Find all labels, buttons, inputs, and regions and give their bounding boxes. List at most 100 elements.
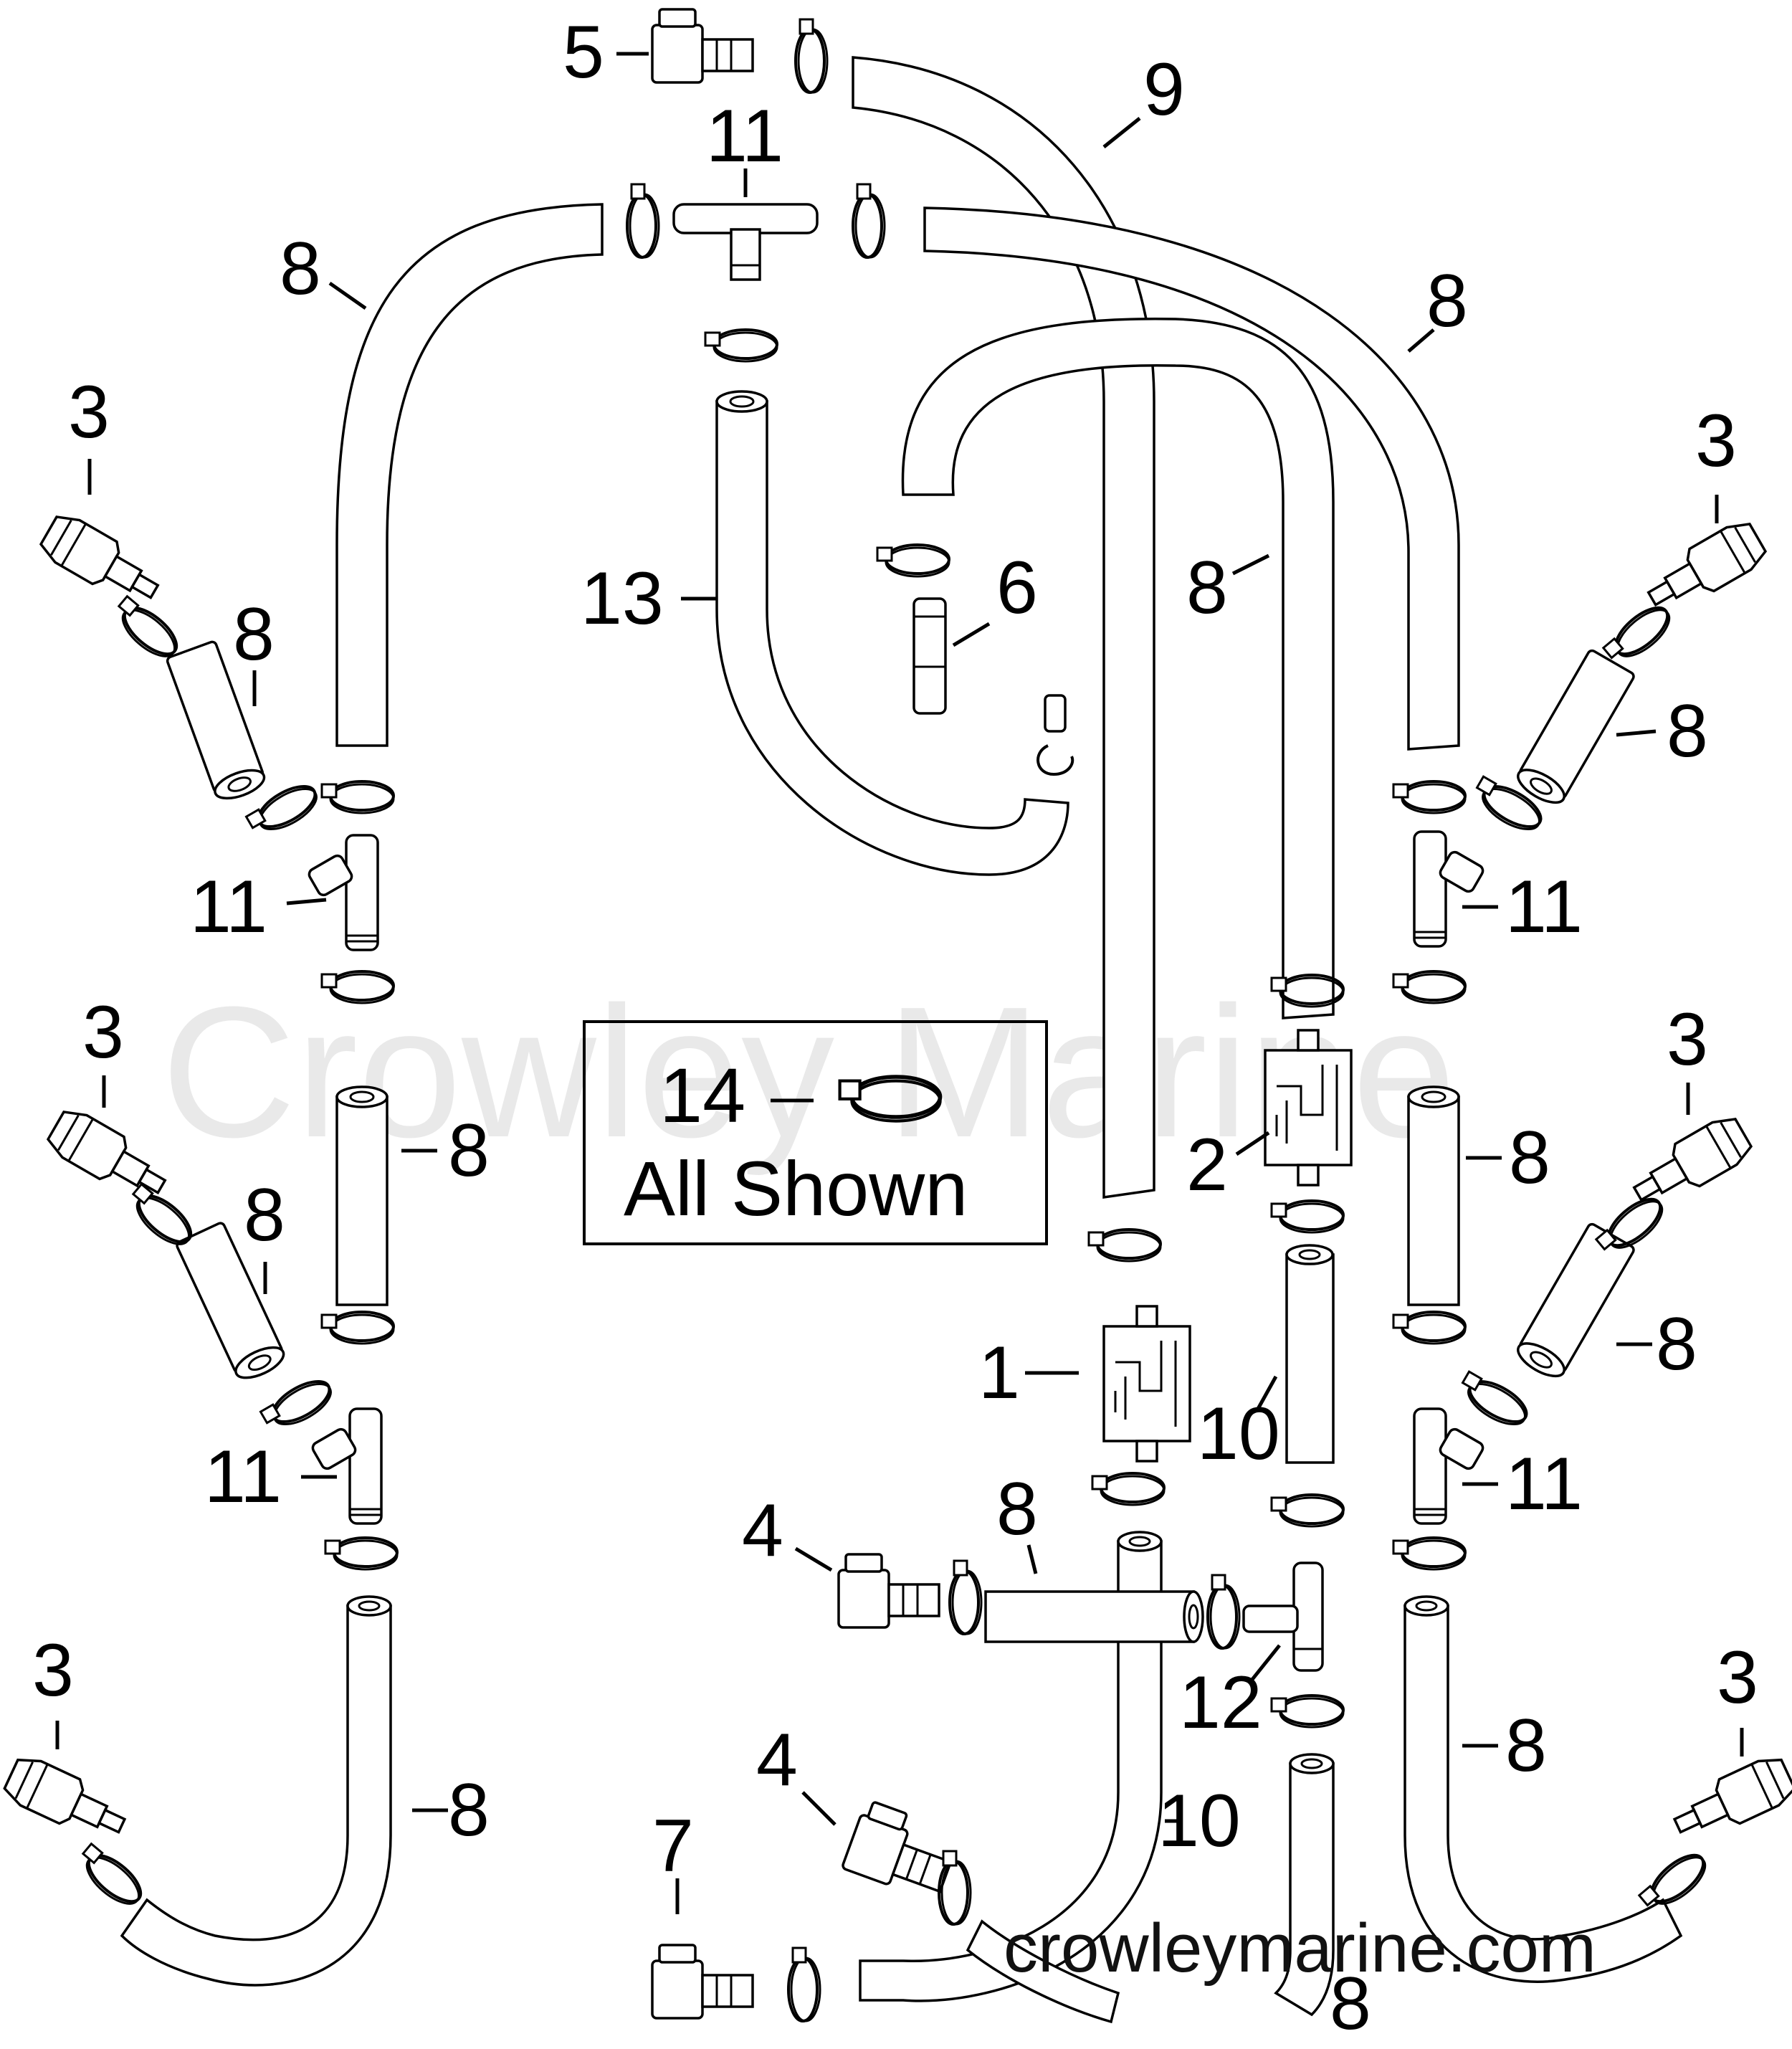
clamp <box>948 1559 983 1635</box>
hose-right-long <box>1407 1095 1460 1306</box>
callout-10-upper: 10 <box>1197 1392 1280 1475</box>
clamp <box>121 1180 200 1254</box>
hose-top-left <box>335 203 604 747</box>
callout-11-left-2: 11 <box>204 1435 282 1518</box>
clamp <box>876 543 950 578</box>
fitting-3-lower-right <box>1666 1751 1792 1850</box>
website-watermark: crowleymarine.com <box>1004 1910 1596 1987</box>
fitting-3-lower-left <box>0 1751 133 1850</box>
clamp <box>320 780 395 814</box>
callout-8-right-short-2: 8 <box>1656 1303 1697 1386</box>
hose-lower-center-right <box>1274 1762 1335 2017</box>
callout-10-lower: 10 <box>1158 1779 1241 1863</box>
elbow-fitting-5 <box>651 8 754 84</box>
elbow-fitting-4-upper <box>837 1553 940 1629</box>
callout-8-left-short-2: 8 <box>244 1174 285 1257</box>
legend-label: All Shown <box>624 1145 968 1232</box>
callout-9: 9 <box>1143 48 1185 131</box>
tee-fitting-left-1 <box>305 834 379 951</box>
callout-13: 13 <box>581 557 664 640</box>
clamp <box>626 183 660 259</box>
callout-8-right-short-1: 8 <box>1667 690 1708 773</box>
hose-mid-inner <box>901 317 1335 1019</box>
clamp <box>1270 1694 1345 1729</box>
hose-left-long <box>335 1095 389 1306</box>
fitting-3-upper-left <box>35 508 168 614</box>
callout-11-right-1: 11 <box>1505 865 1583 949</box>
callout-3-upper-right: 3 <box>1695 399 1737 482</box>
callout-4-upper: 4 <box>742 1489 783 1572</box>
callout-2: 2 <box>1186 1123 1228 1207</box>
hose-9 <box>852 56 1155 1199</box>
callout-3-mid-left: 3 <box>82 991 124 1074</box>
hose-center-tall <box>859 1540 1163 2002</box>
callout-8-top-right: 8 <box>1426 260 1468 343</box>
callout-12: 12 <box>1179 1661 1262 1744</box>
callout-8-bottom-center: 8 <box>1330 1962 1371 2045</box>
elbow-fitting-7 <box>651 1944 754 2020</box>
clamp <box>704 328 778 363</box>
callout-8-bottom-right: 8 <box>1505 1704 1547 1787</box>
clamp <box>1206 1574 1241 1650</box>
hose-10-upper <box>1285 1253 1335 1464</box>
clamp <box>1270 1199 1345 1234</box>
fuel-filter-1 <box>1102 1305 1191 1463</box>
clamp <box>1392 1536 1467 1571</box>
hose-bottom-right <box>1403 1605 1683 1983</box>
callout-3-upper-left: 3 <box>68 371 110 454</box>
clamp <box>787 1946 821 2022</box>
clamp <box>1091 1472 1166 1506</box>
clamp <box>938 1850 972 1926</box>
callout-8-left-long: 8 <box>448 1109 490 1192</box>
clamp <box>794 18 829 94</box>
hose-barb-6 <box>912 597 947 715</box>
small-plug <box>1036 694 1074 776</box>
clamp <box>324 1536 399 1571</box>
tee-fitting-12 <box>1242 1561 1324 1672</box>
clamp <box>71 1840 150 1913</box>
tee-fitting-top <box>672 203 819 281</box>
callout-7: 7 <box>652 1805 694 1888</box>
callout-3-mid-right: 3 <box>1667 998 1708 1081</box>
callout-3-lower-right: 3 <box>1717 1636 1758 1719</box>
tee-fitting-left-2 <box>309 1407 383 1525</box>
clamp <box>1600 598 1679 672</box>
clamp <box>852 183 886 259</box>
fitting-3-mid-left <box>42 1103 176 1209</box>
short-hose-right-1 <box>1512 647 1636 811</box>
callout-11-left-1: 11 <box>190 865 267 949</box>
callout-3-lower-left: 3 <box>32 1629 74 1712</box>
callout-5: 5 <box>563 11 604 94</box>
callout-8-mid-right-inner: 8 <box>1186 546 1228 629</box>
clamp <box>1392 1311 1467 1345</box>
callout-6: 6 <box>996 546 1038 629</box>
clamp <box>1392 780 1467 814</box>
tee-fitting-right-1 <box>1413 830 1487 948</box>
clamp <box>1087 1228 1162 1263</box>
hose-bottom-left <box>120 1605 392 1987</box>
callout-8-bottom-left: 8 <box>448 1769 490 1852</box>
hose-center-horizontal <box>984 1590 1195 1643</box>
callout-11-top: 11 <box>706 95 783 178</box>
callout-8-center: 8 <box>996 1468 1038 1551</box>
callout-1: 1 <box>978 1331 1020 1415</box>
legend-number: 14 <box>659 1052 745 1138</box>
leader-lines <box>55 52 1744 1914</box>
callout-11-right-2: 11 <box>1505 1442 1583 1526</box>
clamp <box>1270 1493 1345 1528</box>
tee-fitting-right-2 <box>1413 1407 1487 1525</box>
clamp <box>1453 1367 1535 1434</box>
legend-box <box>583 1020 1048 1245</box>
callout-4-lower: 4 <box>756 1718 798 1802</box>
fuel-filter-2 <box>1264 1029 1353 1187</box>
hose-13 <box>715 400 1069 876</box>
callout-8-top-left: 8 <box>280 227 321 310</box>
clamp <box>1636 1845 1715 1919</box>
clamp <box>257 1371 339 1438</box>
hose-top-right-outer <box>923 206 1460 751</box>
callout-8-left-short-1: 8 <box>233 593 275 676</box>
clamp <box>320 1311 395 1345</box>
clamp <box>107 592 186 666</box>
